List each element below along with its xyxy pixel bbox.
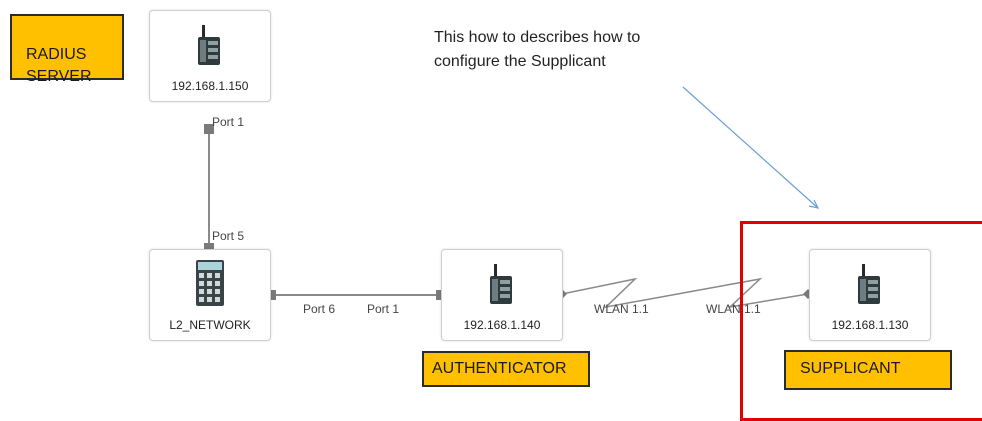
radius-server-label: RADIUS SERVER	[10, 14, 124, 85]
supplicant-label-text: SUPPLICANT	[800, 360, 901, 377]
note-arrow	[682, 86, 819, 209]
wireless-router-icon	[198, 25, 220, 65]
wireless-router-icon	[858, 264, 880, 304]
wireless-link	[561, 277, 809, 309]
supplicant-highlight-frame	[740, 221, 982, 421]
radius-port-marker	[204, 124, 214, 134]
authenticator-node-label: 192.168.1.140	[463, 318, 541, 332]
supplicant-label: SUPPLICANT	[784, 350, 952, 390]
auth-wlan-label: WLAN 1.1	[594, 302, 649, 316]
description-note: This how to describes how to configure t…	[434, 29, 641, 70]
switch-top-port-marker	[204, 243, 214, 253]
supp-wlan-label: WLAN 1.1	[706, 302, 761, 316]
switch-icon	[196, 260, 224, 306]
switch-top-port-label: Port 5	[212, 229, 245, 243]
radius-node-label: 192.168.1.150	[171, 79, 249, 93]
authenticator-label: AUTHENTICATOR	[422, 351, 590, 387]
note-arrowhead	[808, 199, 820, 209]
authenticator-node[interactable]: 192.168.1.140	[441, 249, 563, 341]
switch-right-port-label: Port 6	[303, 302, 336, 316]
radius-server-label-text: RADIUS SERVER	[26, 46, 92, 85]
radius-server-node[interactable]: 192.168.1.150	[149, 10, 271, 102]
auth-left-port-label: Port 1	[367, 302, 400, 316]
supplicant-node-label: 192.168.1.130	[831, 318, 909, 332]
switch-right-port-marker	[266, 290, 276, 300]
switch-node-label: L2_NETWORK	[169, 318, 251, 332]
wireless-router-icon	[490, 264, 512, 304]
switch-node[interactable]: L2_NETWORK	[149, 249, 271, 341]
authenticator-label-text: AUTHENTICATOR	[432, 360, 567, 377]
radius-port-label: Port 1	[212, 115, 245, 129]
supplicant-node[interactable]: 192.168.1.130	[809, 249, 931, 341]
